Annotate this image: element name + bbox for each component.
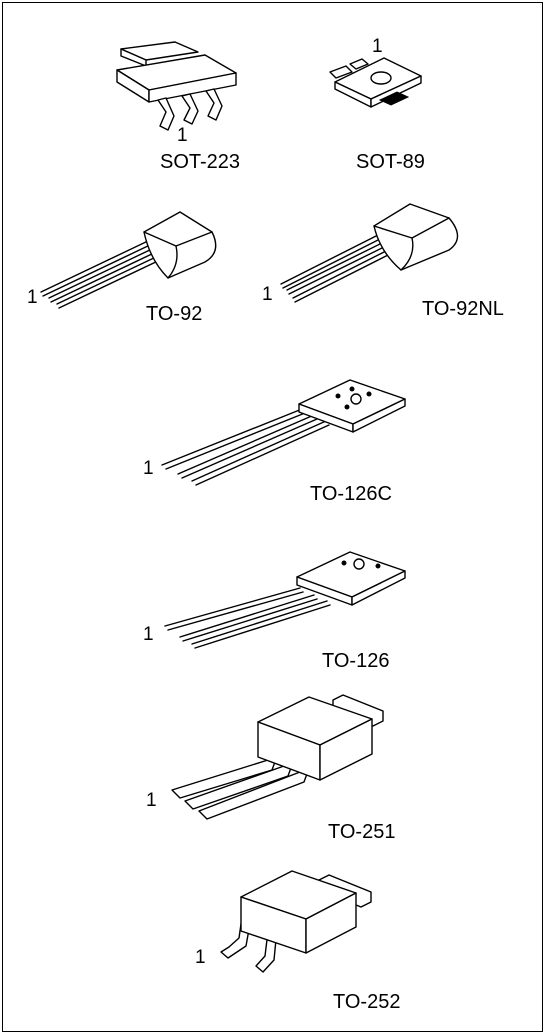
- to-126-pin1-label: 1: [143, 624, 154, 645]
- to-126-package: 1 TO-126: [143, 551, 406, 672]
- to-126c-pin1-label: 1: [143, 458, 154, 479]
- to-252-package: 1 TO-252: [195, 870, 400, 1013]
- to-251-pin1-label: 1: [146, 790, 157, 811]
- sot-223-package: 1 SOT-223: [116, 41, 240, 173]
- to-252-pin1-label: 1: [195, 947, 206, 968]
- to-92-pin1-label: 1: [27, 287, 38, 308]
- sot-89-label: SOT-89: [356, 151, 425, 173]
- to-251-label: TO-251: [328, 821, 395, 843]
- to-126c-label: TO-126C: [310, 483, 392, 505]
- to-126-label: TO-126: [322, 650, 389, 672]
- sot-223-pin1-label: 1: [177, 125, 188, 146]
- to-126c-package: 1 TO-126C: [143, 379, 406, 505]
- to-251-package: 1 TO-251: [146, 694, 395, 843]
- sot-89-package: 1 SOT-89: [329, 36, 425, 173]
- to-92nl-label: TO-92NL: [422, 298, 504, 320]
- to-92-package: 1 TO-92: [27, 211, 217, 325]
- to-92nl-package: 1 TO-92NL: [262, 203, 504, 320]
- to-252-label: TO-252: [333, 991, 400, 1013]
- sot-223-label: SOT-223: [160, 151, 240, 173]
- to-92nl-pin1-label: 1: [262, 284, 273, 305]
- to-92-label: TO-92: [146, 303, 202, 325]
- sot-89-pin1-label: 1: [372, 36, 383, 57]
